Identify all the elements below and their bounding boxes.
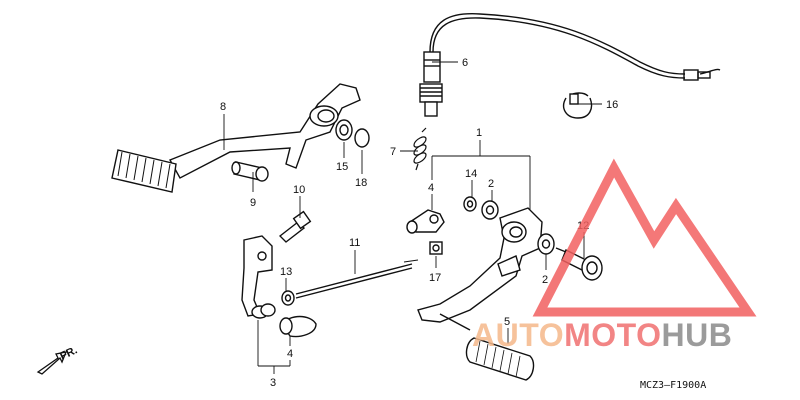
callout-13: 13 — [280, 266, 292, 278]
callout-10: 10 — [293, 184, 305, 196]
diagram-code: MCZ3—F1900A — [640, 380, 706, 391]
washer-15 — [335, 119, 353, 141]
callout-18: 18 — [355, 177, 367, 189]
callout-14: 14 — [465, 168, 477, 180]
front-direction-indicator: FR. — [36, 344, 79, 375]
watermark-triangle-icon — [532, 158, 757, 317]
callout-16: 16 — [606, 99, 618, 111]
callout-8: 8 — [220, 101, 226, 113]
callout-1: 1 — [476, 127, 482, 139]
brake-pedal-pad-texture — [117, 151, 171, 189]
callout-3: 3 — [270, 377, 276, 389]
bolt-10 — [278, 210, 312, 243]
washer-14 — [463, 196, 477, 212]
washer-13 — [281, 290, 295, 306]
washer-2-upper — [481, 200, 499, 220]
gearshift-pedal — [417, 207, 543, 331]
nut-17 — [429, 241, 443, 255]
callout-17: 17 — [429, 272, 441, 284]
callout-7: 7 — [390, 146, 396, 158]
ball-joint — [406, 209, 445, 234]
watermark-text: AUTOMOTOHUB — [472, 317, 732, 353]
callout-4-lower: 4 — [287, 348, 293, 360]
callout-11: 11 — [349, 237, 360, 249]
shift-pedal-rubber — [465, 337, 535, 381]
watermark-part-auto: AUTO — [472, 317, 564, 353]
brake-pin — [231, 161, 269, 182]
watermark-part-moto: MOTO — [564, 317, 661, 353]
brake-pedal — [111, 83, 361, 193]
callout-2-lower: 2 — [542, 274, 548, 286]
callout-2-upper: 2 — [488, 178, 494, 190]
brake-rod-bracket — [241, 235, 276, 319]
callout-5: 5 — [504, 316, 510, 328]
watermark-part-hub: HUB — [661, 317, 732, 353]
clamp — [562, 92, 593, 119]
callout-4-upper: 4 — [428, 182, 434, 194]
spring — [413, 127, 427, 171]
washer-2-lower — [537, 233, 555, 255]
callout-9: 9 — [250, 197, 256, 209]
cable-assembly — [419, 13, 721, 117]
front-arrow-icon — [36, 351, 68, 375]
callout-15: 15 — [336, 161, 348, 173]
circlip-18 — [354, 128, 370, 148]
watermark-logo: AUTOMOTOHUB — [472, 158, 757, 353]
callout-6: 6 — [462, 57, 468, 69]
leader-lines — [223, 61, 602, 374]
front-label: FR. — [58, 344, 79, 362]
rod-end-joint — [279, 315, 317, 338]
brake-rod — [295, 259, 419, 299]
